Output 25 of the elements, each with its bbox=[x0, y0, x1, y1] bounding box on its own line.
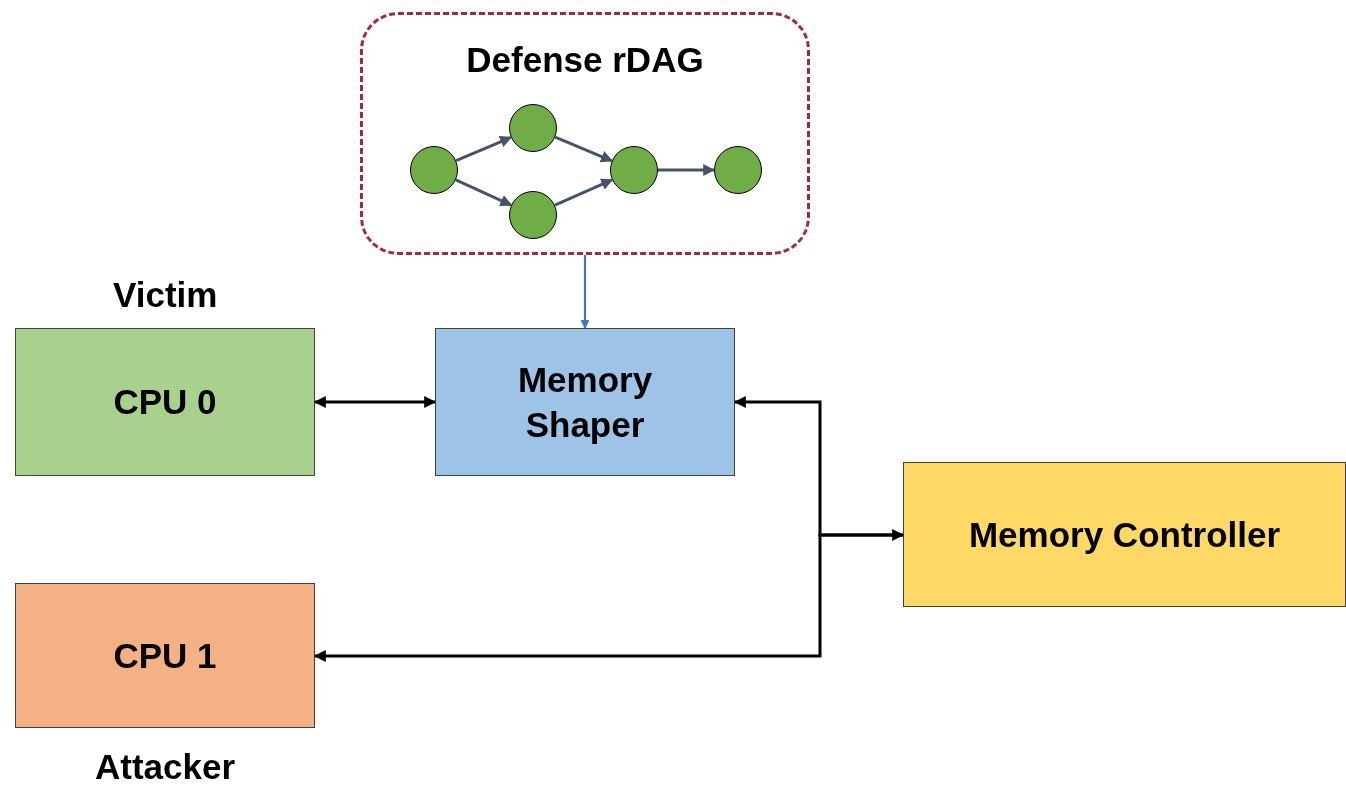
arrow bbox=[455, 136, 512, 162]
group-title: Defense rDAG bbox=[466, 39, 704, 81]
graph-node-circle bbox=[509, 191, 557, 239]
arrow bbox=[554, 135, 613, 163]
box-label: Memory Controller bbox=[968, 513, 1281, 556]
box-label: CPU 1 bbox=[113, 634, 217, 677]
role-label: Victim bbox=[113, 275, 218, 315]
process-box bbox=[15, 583, 315, 728]
graph-node-circle bbox=[509, 104, 557, 152]
process-box bbox=[435, 328, 735, 476]
process-box bbox=[15, 328, 315, 476]
arrow bbox=[658, 164, 716, 176]
dashed-group-box bbox=[360, 12, 810, 255]
arrow bbox=[554, 178, 614, 207]
graph-node-circle bbox=[610, 146, 658, 194]
graph-node-circle bbox=[714, 146, 762, 194]
arrow bbox=[313, 396, 437, 408]
arrow bbox=[313, 533, 903, 662]
role-label: Attacker bbox=[95, 747, 236, 785]
box-label: CPU 0 bbox=[113, 381, 217, 424]
box-label: Memory Shaper bbox=[516, 358, 654, 446]
arrow bbox=[580, 255, 590, 329]
process-box bbox=[903, 462, 1346, 607]
graph-node-circle bbox=[410, 146, 458, 194]
arrow bbox=[455, 178, 513, 207]
